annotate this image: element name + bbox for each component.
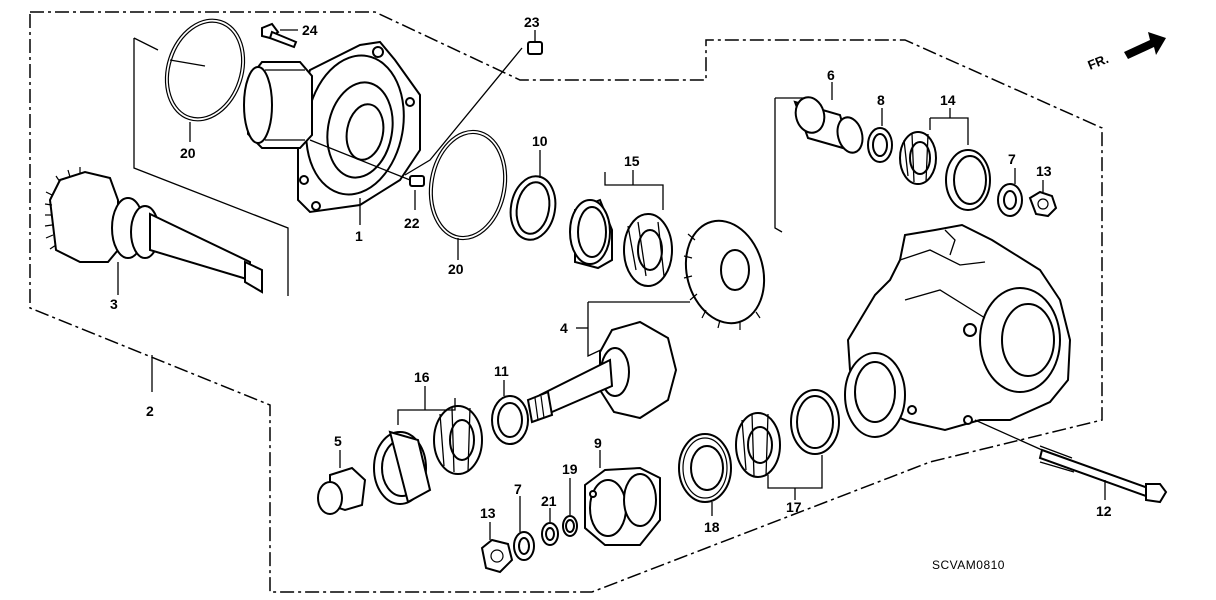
callout-12: 12 <box>1096 503 1112 519</box>
callout-13-upper: 13 <box>1036 163 1052 179</box>
part-12-bolt <box>974 419 1168 504</box>
callout-19: 19 <box>562 461 578 477</box>
callout-17: 17 <box>786 499 802 515</box>
callout-2: 2 <box>146 403 154 419</box>
front-arrow-icon <box>1124 32 1166 59</box>
callout-7-upper: 7 <box>1008 151 1016 167</box>
callout-20-upper: 20 <box>180 145 196 161</box>
part-22-dowel-pin <box>409 175 425 210</box>
part-16-bearing <box>373 386 483 505</box>
callout-24: 24 <box>302 22 318 38</box>
part-13-nut-lower <box>480 522 514 574</box>
callout-16: 16 <box>414 369 430 385</box>
callout-20-lower: 20 <box>448 261 464 277</box>
part-3-input-shaft-gear <box>44 167 263 295</box>
callout-8: 8 <box>877 92 885 108</box>
callout-7-lower: 7 <box>514 481 522 497</box>
part-13-nut-upper <box>1028 180 1058 218</box>
part-4-ring-gear-pinion <box>526 219 766 424</box>
part-21-washer <box>541 508 559 546</box>
part-9-bearing-holder <box>584 450 661 546</box>
part-23-dowel-pin <box>527 30 543 55</box>
callout-5: 5 <box>334 433 342 449</box>
part-7-washer-lower <box>513 496 535 561</box>
part-20-upper-o-ring <box>164 18 246 142</box>
part-1-transfer-housing <box>243 40 421 225</box>
callout-3: 3 <box>110 296 118 312</box>
part-17-bearing <box>735 389 840 500</box>
callout-6: 6 <box>827 67 835 83</box>
part-24-bolt <box>261 22 298 49</box>
part-8-spacer <box>867 108 893 163</box>
callout-9: 9 <box>594 435 602 451</box>
part-15-bearing <box>569 170 673 287</box>
callout-14: 14 <box>940 92 956 108</box>
callout-labels: 1 2 3 4 5 6 7 8 9 10 11 12 13 14 15 16 1… <box>110 14 1112 535</box>
diagram-code: SCVAM0810 <box>932 558 1005 572</box>
callout-23: 23 <box>524 14 540 30</box>
part-7-washer-upper <box>997 168 1023 217</box>
callout-13-lower: 13 <box>480 505 496 521</box>
callout-1: 1 <box>355 228 363 244</box>
part-14-bearing <box>899 108 991 211</box>
callout-21: 21 <box>541 493 557 509</box>
part-5-plug <box>317 450 367 515</box>
callout-11: 11 <box>494 363 509 379</box>
part-18-oil-seal <box>678 433 732 516</box>
part-10-shim <box>509 150 557 241</box>
callout-18: 18 <box>704 519 720 535</box>
front-direction-indicator: FR. <box>1086 32 1166 73</box>
fr-label: FR. <box>1086 51 1111 73</box>
transfer-case-housing <box>844 223 1072 438</box>
part-20-lower-o-ring <box>428 129 508 260</box>
callout-15: 15 <box>624 153 640 169</box>
callout-22: 22 <box>404 215 420 231</box>
assembly-boundary <box>29 11 1103 593</box>
part-6-collar <box>793 82 864 154</box>
callout-10: 10 <box>532 133 548 149</box>
callout-4: 4 <box>560 320 568 336</box>
part-19-snap-ring <box>562 478 578 537</box>
part-11-shim <box>491 380 529 445</box>
